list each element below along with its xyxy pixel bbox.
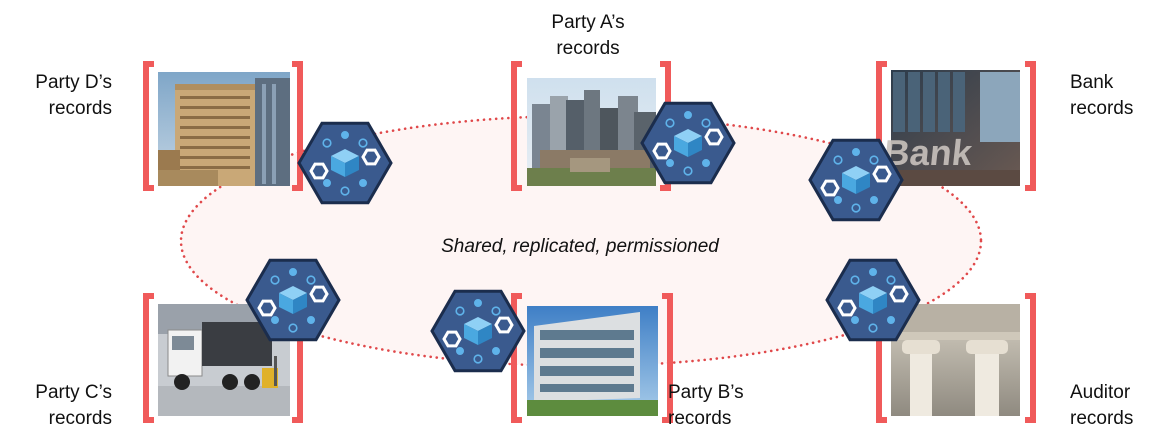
auditor-label: Auditor records [1070, 382, 1134, 429]
node-party-d [143, 61, 303, 191]
auditor-photo [891, 304, 1020, 416]
party-a-left-bracket [511, 61, 522, 191]
shared-ledger-caption: Shared, replicated, permissioned [441, 236, 719, 257]
node-bank: Bank [876, 61, 1036, 191]
party-c-label: Party C’s records [35, 382, 112, 429]
auditor-right-bracket [1025, 293, 1036, 423]
party-d-label: Party D’s records [35, 72, 112, 119]
party-b-right-bracket [662, 293, 673, 423]
party-b-photo [527, 306, 658, 416]
bank-photo: Bank [882, 70, 1020, 186]
party-c-left-bracket [143, 293, 154, 423]
node-party-b [511, 293, 673, 423]
auditor-ledger-icon [825, 258, 921, 342]
bank-ledger-icon [808, 138, 904, 222]
bank-label: Bank records [1070, 72, 1134, 119]
bank-right-bracket [1025, 61, 1036, 191]
party-d-right-bracket [292, 61, 303, 191]
party-b-label: Party B’s records [668, 382, 744, 429]
party-a-photo [527, 78, 656, 186]
party-a-ledger-icon [640, 101, 736, 185]
party-d-ledger-icon [297, 121, 393, 205]
party-c-ledger-icon [245, 258, 341, 342]
party-b-ledger-icon [430, 289, 526, 373]
party-d-photo [158, 72, 290, 186]
svg-text:Bank: Bank [882, 132, 975, 173]
party-b-left-bracket [511, 293, 522, 423]
party-d-left-bracket [143, 61, 154, 191]
node-auditor [876, 293, 1036, 423]
node-party-a [511, 61, 671, 191]
party-a-label: Party A’s records [551, 12, 625, 59]
